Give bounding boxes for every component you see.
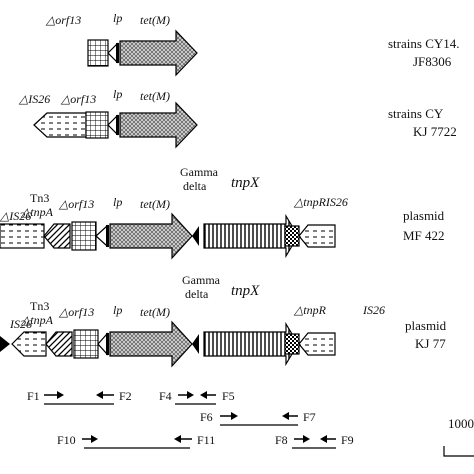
primer-F2-arrowhead xyxy=(96,391,103,399)
primer-F5-label: F5 xyxy=(222,389,235,403)
row1-lp-arrow xyxy=(107,42,118,64)
row4-Tn3-label: Tn3 xyxy=(30,299,49,313)
primer-F10-arrowhead xyxy=(91,435,98,443)
row2-tetM-gene xyxy=(119,101,198,149)
primer-map: F1 F2 F4 F5 F6 F7 F10 F11 F8 xyxy=(27,389,354,449)
row3-gamma-label: Gamma xyxy=(180,165,219,179)
row2-lp-arrow xyxy=(107,114,118,136)
primer-F4-arrowhead xyxy=(187,391,194,399)
row4-lp-label: lp xyxy=(113,303,122,317)
row1-orf13-gene xyxy=(87,39,109,67)
primer-F5-arrowhead xyxy=(200,391,207,399)
row4-delta-label: delta xyxy=(185,287,209,301)
primer-F6-label: F6 xyxy=(200,410,213,424)
row3-delta-label: delta xyxy=(183,179,207,193)
row3-tnpA-gene xyxy=(43,223,71,249)
row3-lp-bar xyxy=(106,225,109,247)
row3-tetM-label: tet(M) xyxy=(140,197,170,211)
row4-orf13-gene xyxy=(73,329,99,359)
row4-tnpX-label: tnpX xyxy=(231,283,260,299)
row4-accession-label: KJ 77 xyxy=(415,336,446,351)
row4-IS26-left-gene xyxy=(11,331,47,357)
row4-IS26-right-gene xyxy=(298,332,336,356)
row1-orf13-label: △orf13 xyxy=(45,13,81,27)
primer-F9-label: F9 xyxy=(341,433,354,447)
row2-lp-label: lp xyxy=(113,87,122,101)
row3-IS26-gene xyxy=(0,223,45,249)
scale-bar-label: 1000 xyxy=(448,416,474,431)
row2-IS26-gene xyxy=(33,112,87,138)
row3-lp-label: lp xyxy=(113,195,122,209)
row1-strain-label: strains CY14. xyxy=(388,36,460,51)
row3-tnpR-gene xyxy=(284,225,300,247)
row4-tnpR-label: △tnpR xyxy=(293,303,327,317)
row3-tnpX-label: tnpX xyxy=(231,175,260,191)
row1-lp-bar xyxy=(116,43,119,63)
scale-bar-line xyxy=(443,446,474,457)
row-4-map: Gamma delta tnpX △tnpR IS26 Tn3 △tnpA △o… xyxy=(0,273,385,368)
primer-F7-arrowhead xyxy=(282,412,289,420)
row3-accession-label: MF 422 xyxy=(403,228,445,243)
row3-gammadelta-marker xyxy=(192,226,199,246)
primer-F8-arrowhead xyxy=(303,435,310,443)
row3-orf13-gene xyxy=(71,221,97,251)
row3-IS26-right-gene xyxy=(298,224,336,248)
row3-tnpA-label: △tnpA xyxy=(20,205,54,219)
row4-tetM-label: tet(M) xyxy=(140,305,170,319)
row4-IS26-right-label: IS26 xyxy=(362,303,385,317)
row2-lp-bar xyxy=(116,115,119,135)
row4-lp-arrow xyxy=(97,332,108,356)
primer-F1-label: F1 xyxy=(27,389,40,403)
primer-F7-label: F7 xyxy=(303,410,316,424)
row3-tnpRIS26-label: △tnpRIS26 xyxy=(293,195,348,209)
row4-tnpA-label: △tnpA xyxy=(20,313,54,327)
row4-tetM-gene xyxy=(109,320,193,368)
primer-F10-label: F10 xyxy=(57,433,76,447)
row4-orf13-label: △orf13 xyxy=(58,305,94,319)
row1-accession-label: JF8306 xyxy=(413,54,452,69)
row1-tetM-gene xyxy=(119,29,198,77)
row3-tetM-gene xyxy=(109,212,193,260)
row2-orf13-label: △orf13 xyxy=(60,92,96,106)
row3-lp-arrow xyxy=(95,224,108,248)
row4-tnpX-gene xyxy=(203,321,299,367)
row4-gammadelta-marker xyxy=(192,334,199,354)
primer-F8-label: F8 xyxy=(275,433,288,447)
row4-tnpR-gene xyxy=(284,333,300,355)
row-2-map: △IS26 △orf13 lp tet(M) xyxy=(18,87,198,149)
row2-orf13-gene xyxy=(85,111,109,139)
primer-F6-arrowhead xyxy=(231,412,238,420)
row3-Tn3-label: Tn3 xyxy=(30,191,49,205)
row-1-map: △orf13 lp tet(M) xyxy=(45,11,198,77)
row4-left-end-gene xyxy=(0,336,10,352)
row4-lp-bar xyxy=(106,333,109,355)
row2-accession-label: KJ 7722 xyxy=(413,124,457,139)
primer-F1-arrowhead xyxy=(57,391,64,399)
row2-strain-label: strains CY xyxy=(388,106,444,121)
primer-F2-label: F2 xyxy=(119,389,132,403)
primer-F11-arrowhead xyxy=(174,435,181,443)
row4-tnpA-gene xyxy=(45,331,73,357)
row2-IS26-label: △IS26 xyxy=(18,92,50,106)
primer-F4-label: F4 xyxy=(159,389,172,403)
row3-plasmid-label: plasmid xyxy=(403,208,445,223)
row3-orf13-label: △orf13 xyxy=(58,197,94,211)
row2-tetM-label: tet(M) xyxy=(140,89,170,103)
primer-F9-arrowhead xyxy=(320,435,327,443)
row4-plasmid-label: plasmid xyxy=(405,318,447,333)
primer-F11-label: F11 xyxy=(197,433,215,447)
row4-gamma-label: Gamma xyxy=(182,273,221,287)
row4-IS26-left-label: IS26 xyxy=(9,317,32,331)
row3-IS26-label: △IS26 xyxy=(0,209,31,223)
row1-lp-label: lp xyxy=(113,11,122,25)
scale-bar: 1000 xyxy=(443,416,474,457)
row3-tnpX-gene xyxy=(203,213,299,259)
row1-tetM-label: tet(M) xyxy=(140,13,170,27)
row-3-map: Gamma delta tnpX △tnpRIS26 Tn3 △tnpA △or… xyxy=(0,165,348,260)
